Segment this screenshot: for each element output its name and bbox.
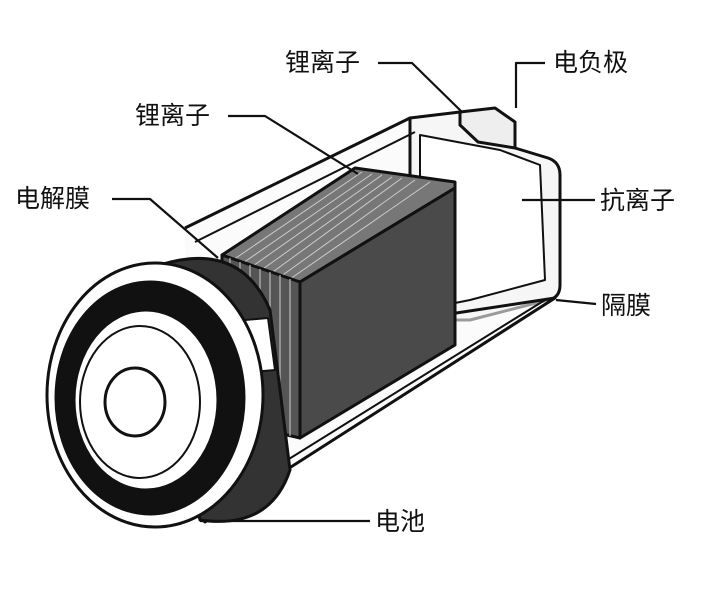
label-electrolyte-membrane: 电解膜 bbox=[15, 184, 91, 213]
label-anti-ion: 抗离子 bbox=[600, 186, 676, 215]
label-li-ion-top: 锂离子 bbox=[285, 48, 361, 77]
terminal bbox=[103, 366, 167, 438]
label-battery: 电池 bbox=[375, 507, 426, 536]
label-li-ion-left: 锂离子 bbox=[135, 101, 211, 130]
label-separator: 隔膜 bbox=[601, 291, 652, 320]
label-negative-electrode: 电负极 bbox=[553, 48, 629, 77]
leader-lines bbox=[112, 61, 597, 523]
negative-tab bbox=[458, 106, 517, 150]
